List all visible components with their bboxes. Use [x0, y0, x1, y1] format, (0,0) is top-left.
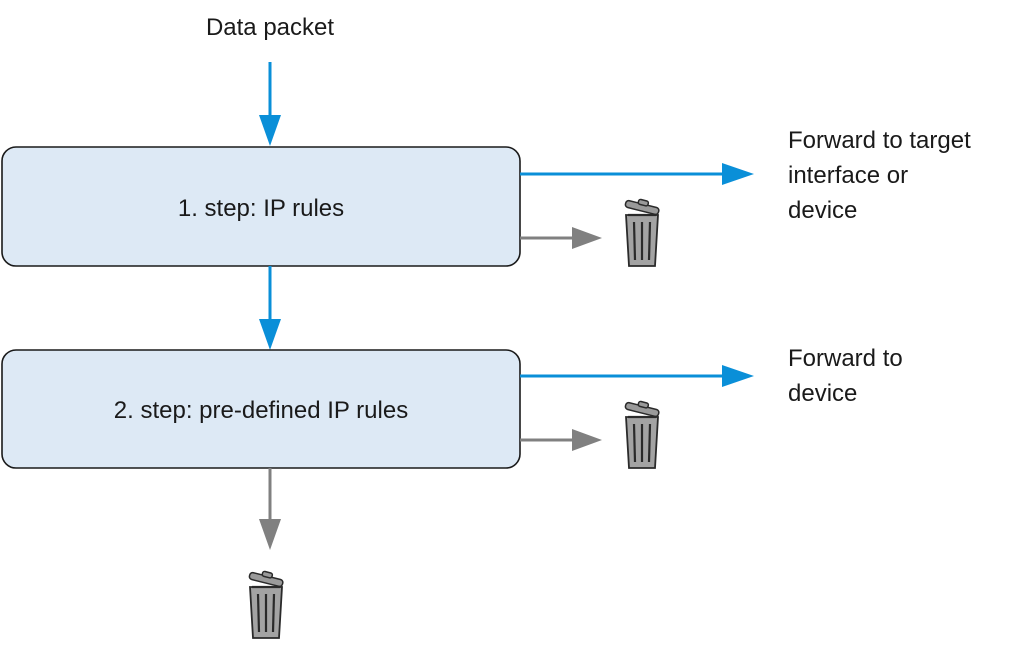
step-1-forward-line-2: interface or — [788, 162, 908, 189]
trash-can-icon — [247, 567, 286, 640]
step-2-box — [1, 349, 521, 469]
step-1-forward-line-1: Forward to target — [788, 127, 971, 154]
step-2-forward-arrow — [520, 365, 754, 387]
step-1-forward-line-3: device — [788, 197, 857, 224]
step-2-forward-label: Forward to device — [788, 345, 909, 407]
step-2-label: 2. step: pre-defined IP rules — [114, 397, 408, 424]
input-label: Data packet — [206, 14, 334, 41]
step-1-discard-arrow — [520, 227, 602, 249]
trash-can-icon — [623, 397, 662, 470]
step-1-to-step-2-arrow — [259, 266, 281, 350]
step-2-forward-line-1: Forward to — [788, 345, 903, 372]
step-1-forward-label: Forward to target interface or device — [788, 127, 977, 224]
step-2-discard-arrow — [520, 429, 602, 451]
trash-can-icon — [623, 195, 662, 268]
final-discard-arrow — [259, 468, 281, 550]
step-1-label: 1. step: IP rules — [178, 195, 344, 222]
step-1-forward-arrow — [520, 163, 754, 185]
input-arrow — [259, 62, 281, 146]
step-1-box — [1, 146, 521, 267]
step-2-forward-line-2: device — [788, 380, 857, 407]
